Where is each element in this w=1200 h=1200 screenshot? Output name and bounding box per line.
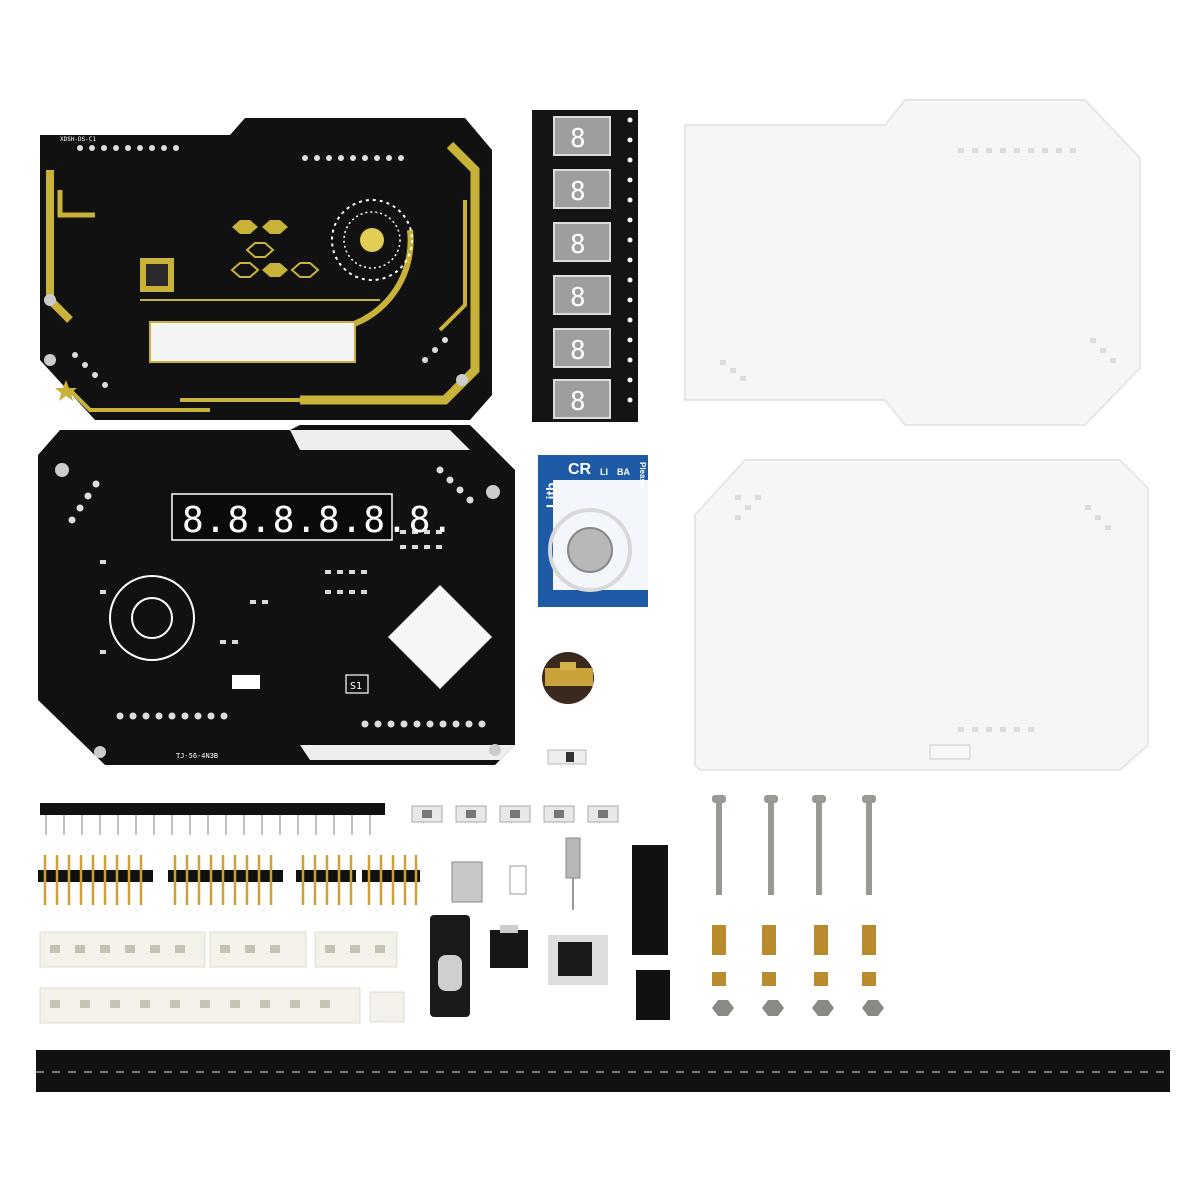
battery-card: Lith CR LI BA Please (538, 455, 648, 607)
digit-module-1: 8 (553, 116, 611, 156)
pin-header-gold-group (38, 855, 420, 905)
led-strip (36, 1050, 1170, 1092)
digit-tape: 8 8 8 8 8 8 (532, 110, 638, 422)
bottom-pcb-silkscreen: TJ-56-4N3B (176, 752, 218, 760)
smd-pads (100, 530, 442, 654)
coin-cell (548, 508, 632, 592)
usb-connector (451, 861, 483, 903)
battery-brand: Lith (543, 482, 559, 508)
digit-module-3: 8 (553, 222, 611, 262)
pin-header-long (40, 803, 385, 835)
battery-model: CR (568, 461, 592, 478)
svg-text:8: 8 (570, 124, 586, 154)
svg-text:8: 8 (570, 230, 586, 260)
brass-standoffs (712, 925, 876, 986)
digit-module-4: 8 (553, 275, 611, 315)
top-pcb: XDSH-DS-C1 (40, 118, 492, 420)
svg-text:8: 8 (570, 177, 586, 207)
top-pcb-header-holes (72, 145, 448, 388)
star-icon (55, 380, 77, 401)
digit-module-5: 8 (553, 328, 611, 368)
screws (712, 795, 876, 895)
bottom-pcb: 8.8.8.8.8.8. S1 TJ (38, 425, 515, 765)
hex-nuts (712, 1000, 884, 1016)
digit-module-6: 8 (553, 379, 611, 419)
display-digits: 8.8.8.8.8.8. (182, 500, 454, 541)
svg-text:8: 8 (570, 283, 586, 313)
crystal-oscillator (565, 837, 581, 879)
acrylic-panel-bottom (694, 459, 1149, 771)
display-window (149, 321, 356, 363)
battery-side-text-2: BA (617, 467, 630, 477)
ic-tape (632, 845, 668, 955)
battery-holder (542, 652, 594, 704)
tact-switches (411, 805, 619, 823)
switch-label: S1 (350, 681, 362, 692)
bottom-pcb-header-holes (68, 466, 486, 728)
diamond-window (388, 585, 492, 689)
small-switch (509, 865, 527, 895)
led-ring (331, 199, 413, 281)
hexagon-pattern (230, 220, 320, 278)
battery-note: Please (638, 462, 647, 488)
touch-pad (109, 575, 195, 661)
battery-side-text-1: LI (600, 467, 608, 477)
seven-segment-display (171, 493, 393, 541)
svg-text:8: 8 (570, 336, 586, 366)
svg-text:8: 8 (570, 387, 586, 417)
regulator-ic (490, 930, 528, 968)
acrylic-panel-top (684, 99, 1141, 426)
top-pcb-silkscreen: XDSH-DS-C1 (60, 136, 97, 143)
digit-module-2: 8 (553, 169, 611, 209)
